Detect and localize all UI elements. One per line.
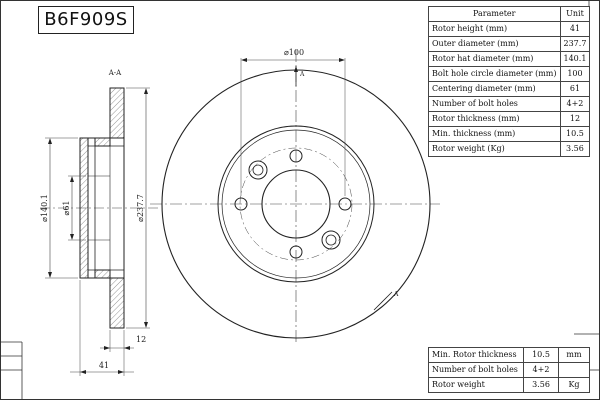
spec-row: Min. thickness (mm) 10.5 — [428, 126, 591, 142]
dim-hat-diameter: ⌀140.1 — [40, 194, 49, 222]
spec-value: 237.7 — [559, 36, 591, 52]
spec-row: Rotor weight (Kg) 3.56 — [428, 141, 591, 157]
dim-centering: ⌀61 — [62, 201, 71, 216]
spec-value: 4+2 — [559, 96, 591, 112]
spec-value: 100 — [559, 66, 591, 82]
spec-value: 61 — [559, 81, 591, 97]
section-view: A-A ⌀140.1 ⌀61 ⌀237.7 12 — [40, 69, 160, 376]
spec-value: 10.5 — [559, 126, 591, 142]
header-unit: Unit — [559, 6, 591, 22]
spec-label: Bolt hole circle diameter (mm) — [428, 66, 561, 82]
spec-row: Centering diameter (mm) 61 — [428, 81, 591, 97]
view-marker-top: A — [299, 71, 305, 78]
spec-label: Rotor thickness (mm) — [428, 111, 561, 127]
center-bore — [261, 169, 331, 239]
spec-label: Number of bolt holes — [428, 96, 561, 112]
bolt-circle — [239, 147, 353, 261]
spec-label: Rotor weight (Kg) — [428, 141, 561, 157]
spec-value: 3.56 — [559, 141, 591, 157]
spec-row: Number of bolt holes 4+2 — [428, 96, 591, 112]
spec-label: Rotor hat diameter (mm) — [428, 51, 561, 67]
section-label: A-A — [108, 69, 122, 77]
spec-value: 12 — [559, 111, 591, 127]
spec-table: Parameter Unit Rotor height (mm) 41 Oute… — [428, 6, 591, 157]
spec-label: Rotor height (mm) — [428, 21, 561, 37]
summary-label: Min. Rotor thickness — [428, 347, 524, 363]
spec-value: 140.1 — [559, 51, 591, 67]
summary-table: Min. Rotor thickness 10.5 mm Number of b… — [428, 347, 590, 393]
rotor-hat-inner-circle — [221, 129, 371, 279]
summary-value: 10.5 — [523, 347, 559, 363]
bolt-hole-right — [338, 197, 352, 211]
set-screw-hole-1 — [248, 160, 268, 180]
set-screw-hole-2 — [321, 230, 341, 250]
spec-row: Bolt hole circle diameter (mm) 100 — [428, 66, 591, 82]
summary-value: 3.56 — [523, 377, 559, 393]
spec-row: Rotor thickness (mm) 12 — [428, 111, 591, 127]
dim-bolt-circle: ⌀100 — [284, 48, 304, 57]
header-parameter: Parameter — [428, 6, 561, 22]
summary-row: Min. Rotor thickness 10.5 mm — [428, 347, 590, 363]
rotor-hat-circle — [217, 125, 375, 283]
front-view: ⌀100 A A — [150, 48, 440, 345]
summary-row: Rotor weight 3.56 Kg — [428, 377, 590, 393]
spec-label: Outer diameter (mm) — [428, 36, 561, 52]
dim-height: 41 — [99, 361, 109, 370]
spec-row: Outer diameter (mm) 237.7 — [428, 36, 591, 52]
part-number: B6F909S — [38, 6, 134, 34]
spec-label: Min. thickness (mm) — [428, 126, 561, 142]
summary-value: 4+2 — [523, 362, 559, 378]
dim-outer-diameter: ⌀237.7 — [136, 194, 145, 222]
summary-unit: mm — [558, 347, 590, 363]
summary-label: Number of bolt holes — [428, 362, 524, 378]
spec-row: Rotor height (mm) 41 — [428, 21, 591, 37]
spec-value: 41 — [559, 21, 591, 37]
dim-thickness: 12 — [136, 335, 146, 344]
summary-unit — [558, 362, 590, 378]
view-marker-bottom: A — [393, 291, 399, 298]
summary-label: Rotor weight — [428, 377, 524, 393]
summary-unit: Kg — [558, 377, 590, 393]
bolt-hole-top — [289, 149, 303, 163]
bolt-hole-left — [234, 197, 248, 211]
spec-table-header: Parameter Unit — [428, 6, 591, 22]
spec-label: Centering diameter (mm) — [428, 81, 561, 97]
bolt-hole-bottom — [289, 245, 303, 259]
summary-row: Number of bolt holes 4+2 — [428, 362, 590, 378]
spec-row: Rotor hat diameter (mm) 140.1 — [428, 51, 591, 67]
